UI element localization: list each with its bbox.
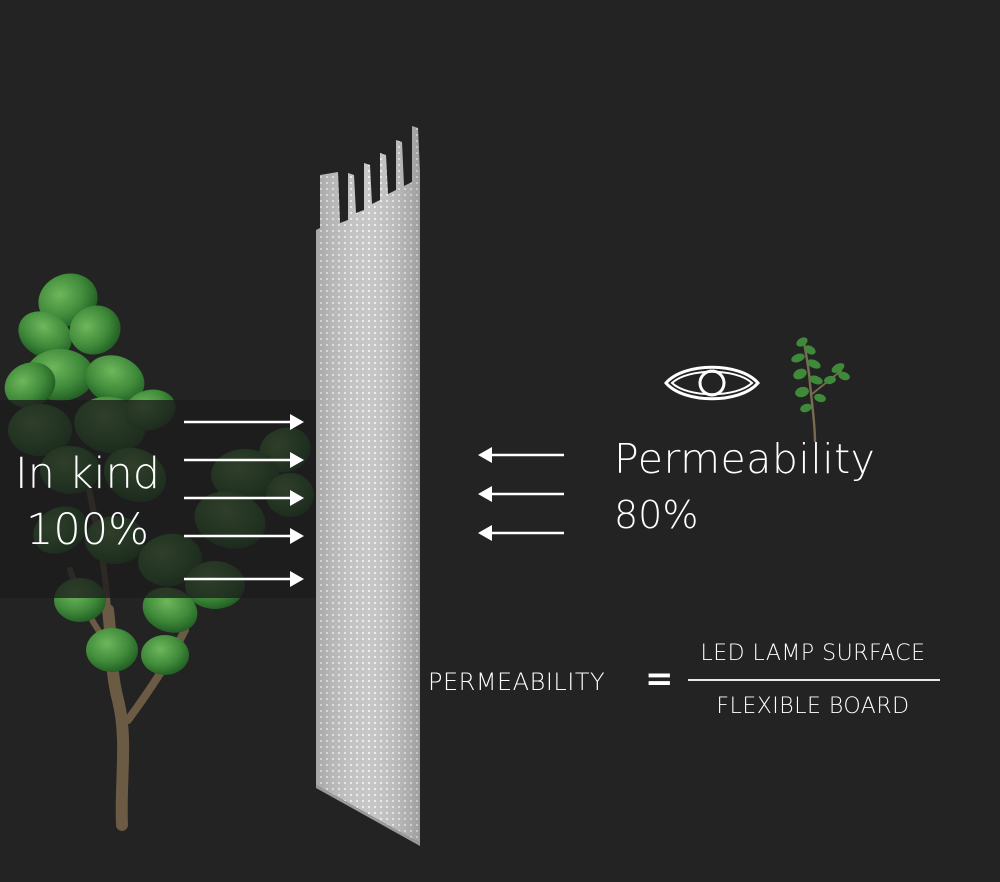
eye-icon (664, 365, 760, 401)
arrow-left-icon (478, 486, 564, 502)
arrow-right-icon (184, 571, 304, 587)
arrows-out (478, 447, 564, 541)
formula-denominator: FLEXIBLE BOARD (716, 694, 910, 719)
plant-icon (791, 337, 850, 443)
in-kind-label: In kind 100% (0, 446, 175, 558)
arrow-right-icon (184, 414, 304, 430)
permeability-title: Permeability (614, 435, 876, 483)
formula-numerator: LED LAMP SURFACE (700, 641, 926, 666)
arrow-right-icon (184, 452, 304, 468)
arrow-right-icon (184, 528, 304, 544)
led-panel (316, 126, 420, 846)
arrow-left-icon (478, 447, 564, 463)
fraction-bar (688, 679, 940, 681)
formula-label: PERMEABILITY (428, 668, 606, 696)
permeability-value: 80% (614, 493, 699, 537)
arrows-in (184, 414, 304, 587)
arrow-left-icon (478, 525, 564, 541)
in-kind-line1: In kind (15, 449, 160, 499)
arrow-right-icon (184, 490, 304, 506)
in-kind-line2: 100% (26, 505, 149, 555)
formula-equals: = (645, 659, 674, 699)
